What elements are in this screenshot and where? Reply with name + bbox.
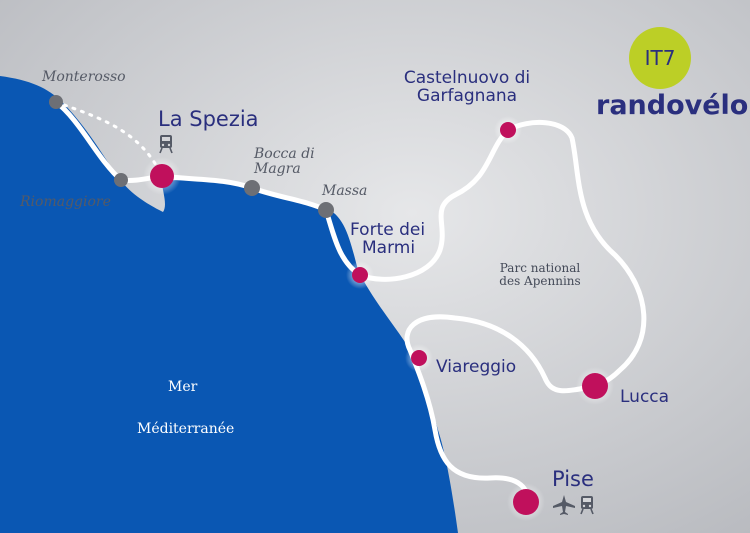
label-pise: Pise <box>552 467 594 491</box>
label-forte-line1: Forte dei <box>350 220 426 240</box>
stop-riomaggiore <box>114 173 128 187</box>
label-viareggio: Viareggio <box>436 357 517 377</box>
label-sea-line1: Mer <box>168 379 198 395</box>
minor-stops <box>49 95 334 218</box>
stop-bocca-di-magra <box>244 180 260 196</box>
stop-massa <box>318 202 334 218</box>
label-bocca-line1: Bocca di <box>254 146 315 162</box>
stop-castelnuovo <box>500 122 516 138</box>
label-castelnuovo-line2: Garfagnana <box>416 85 518 106</box>
stop-monterosso <box>49 95 63 109</box>
label-forte-dei-marmi: Forte dei Marmi <box>350 220 426 258</box>
label-park-line2: des Apennins <box>499 273 581 288</box>
stop-viareggio <box>411 350 427 366</box>
stop-pise <box>513 489 539 515</box>
label-bocca-line2: Magra <box>254 160 301 177</box>
label-lucca: Lucca <box>620 387 670 407</box>
label-monterosso: Monterosso <box>42 69 126 85</box>
stop-lucca <box>582 373 608 399</box>
stop-forte-dei-marmi <box>352 267 368 283</box>
train-icon <box>580 496 594 515</box>
label-park-line1: Parc national <box>499 261 581 275</box>
brand-logo: randovélo <box>596 90 749 121</box>
route-code-badge: IT7 <box>629 27 691 89</box>
label-castelnuovo: Castelnuovo di Garfagnana <box>402 68 532 106</box>
label-massa: Massa <box>322 183 368 199</box>
sea <box>0 76 458 533</box>
label-bocca-di-magra: Bocca di Magra <box>254 147 315 176</box>
label-castelnuovo-line1: Castelnuovo di <box>403 68 531 88</box>
plane-icon <box>553 495 575 515</box>
label-la-spezia: La Spezia <box>158 107 259 131</box>
major-stops <box>143 116 614 521</box>
label-park: Parc national des Apennins <box>490 262 590 287</box>
route-code: IT7 <box>644 46 676 70</box>
label-sea-line2: Méditerranée <box>137 421 235 437</box>
label-forte-line2: Marmi <box>362 237 416 258</box>
label-riomaggiore: Riomaggiore <box>20 194 111 210</box>
stop-la-spezia <box>150 164 174 188</box>
train-icon <box>159 135 173 154</box>
